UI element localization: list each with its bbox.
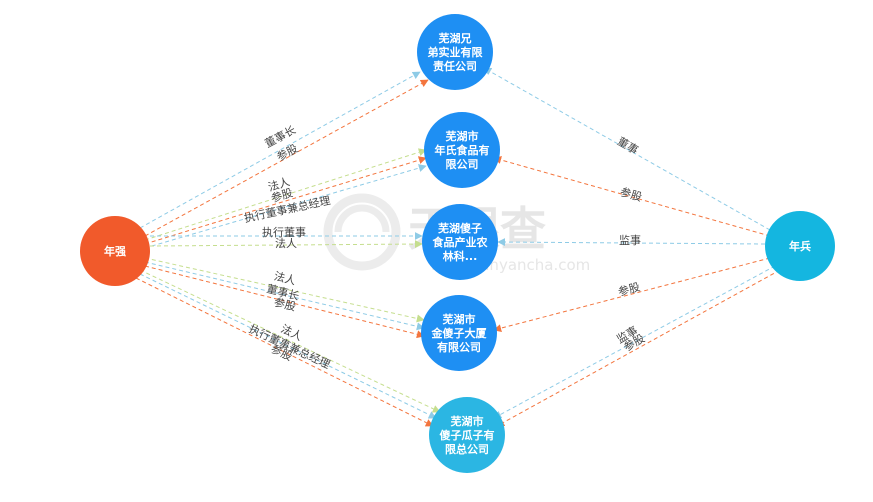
node-label: 责任公司: [433, 59, 477, 73]
edge-p1-c5: [139, 273, 437, 419]
edge-p2-c1: [483, 67, 771, 231]
edge-p1-c4: [144, 265, 425, 339]
edge-label: 法人: [275, 236, 297, 250]
node-circle[interactable]: [765, 211, 835, 281]
edge-p2-c5: [496, 269, 781, 427]
edge-p1-c4: [144, 261, 425, 331]
node-label: 傻子瓜子有: [440, 428, 495, 442]
edge-label: 董事: [615, 135, 641, 157]
node-label: 芜湖市: [451, 414, 484, 428]
edge-p1-c1: [144, 79, 429, 237]
node-label: 弟实业有限: [428, 45, 483, 59]
watermark-logo-icon: [323, 193, 401, 271]
person-node-p1[interactable]: 年强: [80, 216, 150, 286]
node-label: 有限公司: [437, 340, 481, 354]
node-circle[interactable]: [80, 216, 150, 286]
node-label: 年强: [104, 244, 126, 258]
node-label: 芜湖傻子: [438, 221, 482, 235]
node-label: 限公司: [446, 157, 479, 171]
node-circle[interactable]: [422, 204, 498, 280]
edge-p1-c4: [144, 257, 425, 323]
edge-label: 执行董事: [262, 225, 306, 239]
edge-p1-c5: [135, 277, 434, 427]
node-label: 金傻子大厦: [431, 326, 488, 340]
edge-p2-c5: [493, 265, 776, 419]
edge-p1-c3: [149, 240, 423, 249]
node-circle[interactable]: [417, 14, 493, 90]
edge-label: 法人: [273, 269, 298, 288]
node-label: 芜湖市: [443, 312, 476, 326]
node-label: 芜湖兄: [439, 31, 472, 45]
node-circle[interactable]: [421, 295, 497, 371]
edge-p2-c3: [497, 238, 766, 247]
edge-label: 法人: [266, 174, 291, 194]
edge-p2-c4: [493, 257, 771, 333]
edge-p1-c1: [139, 71, 421, 229]
node-circle[interactable]: [424, 112, 500, 188]
node-label: 芜湖市: [446, 129, 479, 143]
edges-layer: [135, 67, 781, 427]
node-label: 限总公司: [445, 442, 489, 456]
node-label: 林科...: [443, 249, 478, 263]
company-node-c3[interactable]: 芜湖傻子食品产业农林科...: [422, 204, 498, 280]
edge-label: 参股: [617, 280, 642, 299]
node-label: 食品产业农: [433, 235, 488, 249]
edge-label: 参股: [269, 185, 294, 205]
node-label: 年兵: [789, 239, 811, 253]
edge-p2-c2: [493, 156, 771, 237]
edge-label: 监事: [619, 234, 641, 247]
node-circle[interactable]: [429, 397, 505, 473]
edge-p1-c2: [144, 148, 427, 241]
person-node-p2[interactable]: 年兵: [765, 211, 835, 281]
edge-label: 参股: [273, 295, 298, 314]
nodes-layer: 年强年兵芜湖兄弟实业有限责任公司芜湖市年氏食品有限公司芜湖傻子食品产业农林科..…: [80, 14, 835, 473]
node-label: 年氏食品有: [435, 143, 490, 157]
edge-p1-c5: [139, 269, 441, 413]
edge-label: 参股: [619, 184, 644, 204]
